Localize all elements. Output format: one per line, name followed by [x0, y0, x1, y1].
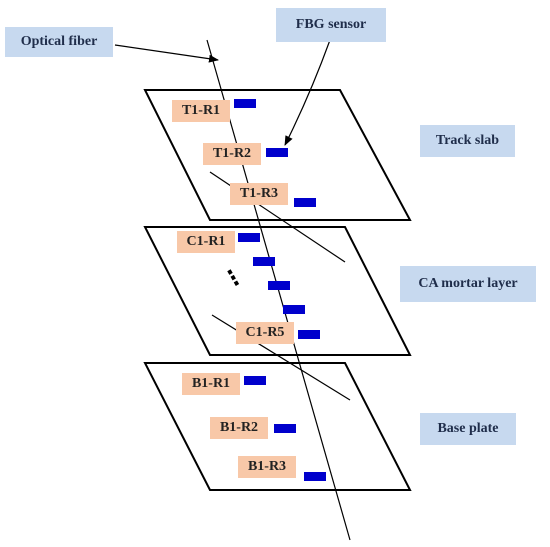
track-slab-outline: [143, 89, 412, 221]
sensor-mark-t1-r3: [294, 198, 316, 207]
sensor-tag-t1-r2: T1-R2: [203, 143, 261, 165]
sensor-tag-b1-r1: B1-R1: [182, 373, 240, 395]
sensor-mark-c1-r4: [283, 305, 305, 314]
base-plate-outline: [143, 362, 412, 491]
sensor-mark-b1-r1: [244, 376, 266, 385]
sensor-tag-c1-r5: C1-R5: [236, 322, 294, 344]
optical-fiber-arrow: [114, 44, 219, 63]
sensor-tag-b1-r2: B1-R2: [210, 417, 268, 439]
ca-mortar-label: CA mortar layer: [400, 266, 536, 302]
sensor-mark-b1-r3: [304, 472, 326, 481]
sensor-mark-t1-r1: [234, 99, 256, 108]
fiber-segment-mortar: [211, 314, 351, 401]
base-plate-label: Base plate: [420, 413, 516, 445]
track-slab-label: Track slab: [420, 125, 515, 157]
ca-mortar-outline: [143, 226, 412, 356]
sensor-mark-c1-r5: [298, 330, 320, 339]
fbg-sensor-callout: FBG sensor: [276, 8, 386, 42]
optical-fiber-callout: Optical fiber: [5, 27, 113, 57]
sensor-mark-b1-r2: [274, 424, 296, 433]
sensor-tag-c1-r1: C1-R1: [177, 231, 235, 253]
sensor-tag-b1-r3: B1-R3: [238, 456, 296, 478]
sensor-tag-t1-r3: T1-R3: [230, 183, 288, 205]
sensor-mark-t1-r2: [266, 148, 288, 157]
sensor-tag-t1-r1: T1-R1: [172, 100, 230, 122]
sensor-mark-c1-r2: [253, 257, 275, 266]
fbg-sensor-arrow: [284, 39, 331, 146]
sensor-mark-c1-r3: [268, 281, 290, 290]
sensor-mark-c1-r1: [238, 233, 260, 242]
